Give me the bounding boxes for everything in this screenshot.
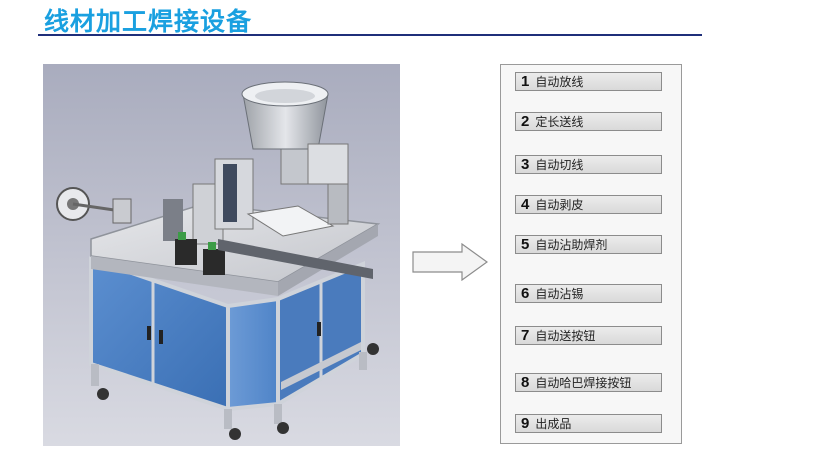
step-number: 6 [521,285,530,302]
step-label: 自动剥皮 [535,198,584,212]
process-step: 2 定长送线 [515,112,662,131]
process-step: 9 出成品 [515,414,662,433]
step-label: 定长送线 [535,115,584,129]
page-title: 线材加工焊接设备 [44,7,253,36]
process-step: 4 自动剥皮 [515,195,662,214]
step-number: 8 [521,374,530,391]
step-number: 9 [521,415,530,432]
step-number: 7 [521,327,530,344]
process-step: 1 自动放线 [515,72,662,91]
step-label: 自动切线 [535,158,584,172]
process-step: 7 自动送按钮 [515,326,662,345]
process-step: 5 自动沾助焊剂 [515,235,662,254]
process-step: 6 自动沾锡 [515,284,662,303]
step-number: 5 [521,236,530,253]
machine-render-image [43,64,400,446]
step-number: 4 [521,196,530,213]
process-step: 3 自动切线 [515,155,662,174]
step-label: 自动沾锡 [535,287,584,301]
step-number: 2 [521,113,530,130]
step-label: 自动送按钮 [535,329,596,343]
step-label: 自动哈巴焊接按钮 [535,376,632,390]
process-step: 8 自动哈巴焊接按钮 [515,373,662,392]
title-divider [38,34,702,36]
step-label: 出成品 [535,417,572,431]
right-arrow-icon [412,243,488,281]
step-number: 3 [521,156,530,173]
step-number: 1 [521,73,530,90]
step-label: 自动沾助焊剂 [535,238,608,252]
step-label: 自动放线 [535,75,584,89]
